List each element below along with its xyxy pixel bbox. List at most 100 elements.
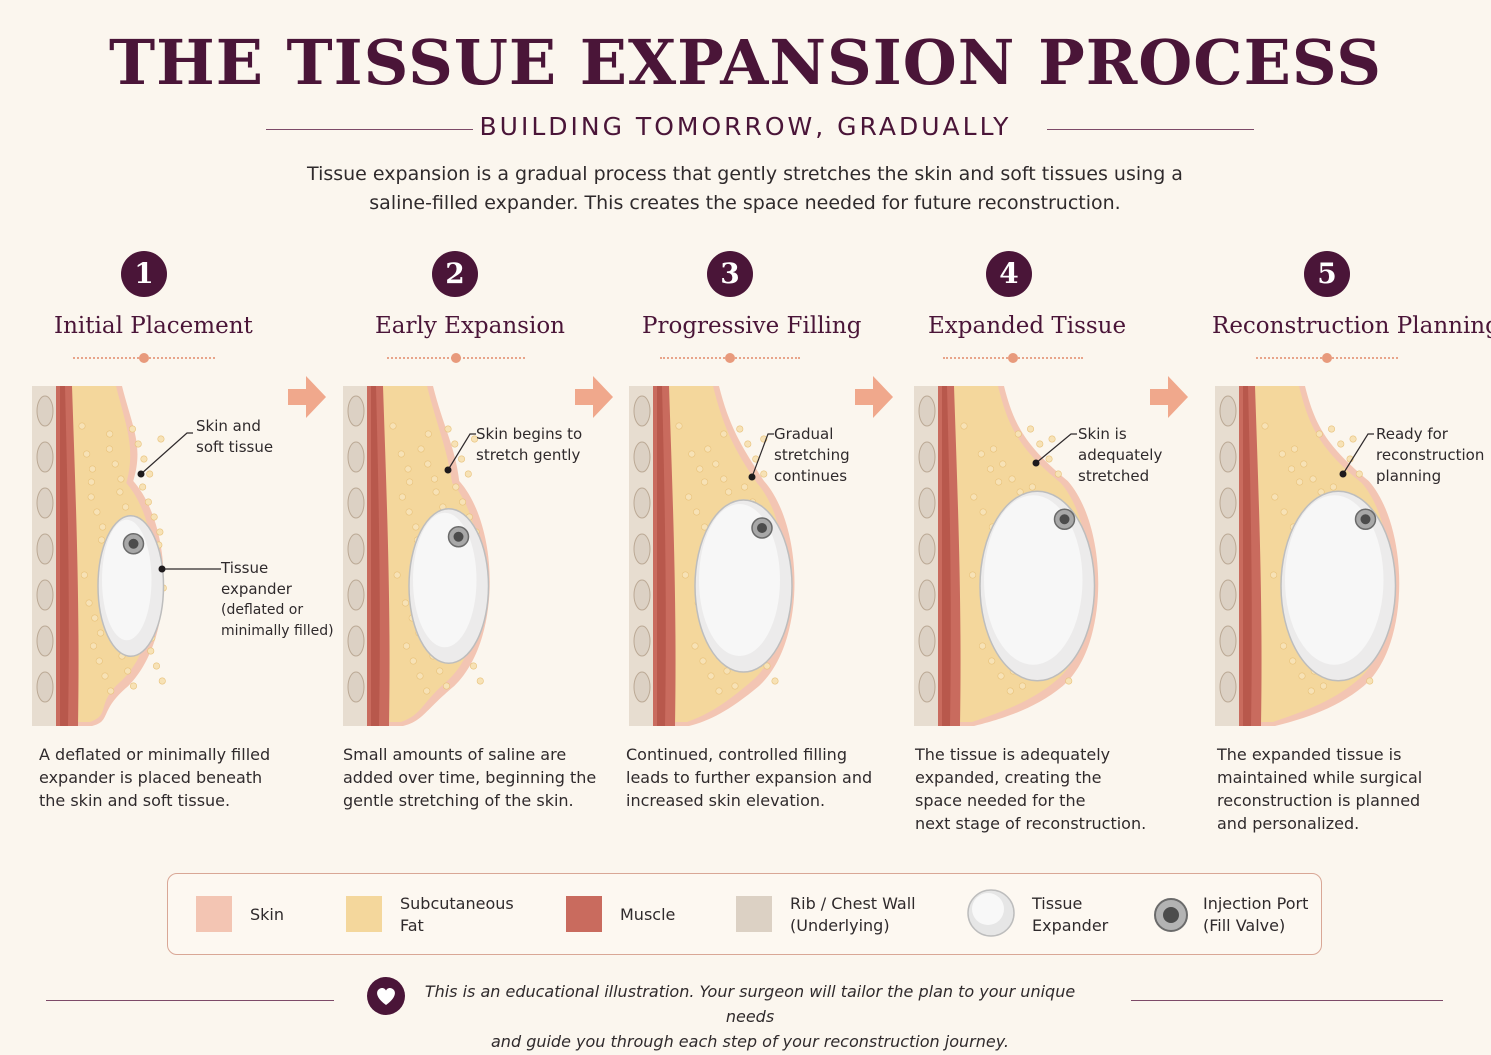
callout-line: stretching <box>774 446 850 464</box>
rib-swatch <box>736 896 772 932</box>
step-arrow-icon <box>288 376 326 418</box>
step-arrow-icon <box>1150 376 1188 418</box>
callout-line: continues <box>774 467 848 485</box>
step-1-title: Initial Placement <box>54 313 253 339</box>
callout-line: stretch gently <box>476 446 581 464</box>
step-3-callout-1: Gradual stretching continues <box>774 424 850 487</box>
legend-label: Rib / Chest Wall (Underlying) <box>790 893 916 937</box>
description-line: reconstruction is planned <box>1217 791 1421 810</box>
step-arrow-icon <box>575 376 613 418</box>
step-5-badge: 5 <box>1304 251 1350 297</box>
footer-line-1: This is an educational illustration. You… <box>424 982 1076 1026</box>
callout-line: Tissue <box>221 559 269 577</box>
description-line: leads to further expansion and <box>626 768 873 787</box>
legend-label-line: (Underlying) <box>790 916 890 935</box>
footer-rule-right <box>1131 1000 1443 1001</box>
callout-line: (deflated or <box>221 602 304 618</box>
legend-label: Injection Port (Fill Valve) <box>1203 893 1308 937</box>
legend-label: Skin <box>250 904 284 926</box>
step-5-divider <box>1256 353 1398 363</box>
callout-line: adequately <box>1078 446 1163 464</box>
step-1-description: A deflated or minimally filled expander i… <box>39 743 270 812</box>
callout-line: reconstruction <box>1376 446 1485 464</box>
legend-label-line: Expander <box>1032 916 1109 935</box>
legend-label-line: Tissue <box>1032 894 1083 913</box>
step-5-callout-1: Ready for reconstruction planning <box>1376 424 1484 487</box>
description-line: The tissue is adequately <box>915 745 1111 764</box>
callout-line: planning <box>1376 467 1442 485</box>
step-2-callout-1: Skin begins to stretch gently <box>476 424 582 466</box>
legend-label-line: Rib / Chest Wall <box>790 894 916 913</box>
callout-line: Skin and <box>196 417 261 435</box>
step-3-illustration <box>629 386 795 726</box>
step-2-badge: 2 <box>432 251 478 297</box>
expander-icon <box>967 889 1015 937</box>
intro-line-1: Tissue expansion is a gradual process th… <box>307 163 1183 185</box>
description-line: next stage of reconstruction. <box>915 814 1147 833</box>
legend-label-line: (Fill Valve) <box>1203 916 1286 935</box>
fat-swatch <box>346 896 382 932</box>
step-4-title: Expanded Tissue <box>928 313 1127 339</box>
legend-label-line: Muscle <box>620 905 676 924</box>
description-line: expanded, creating the <box>915 768 1102 787</box>
step-2-divider <box>387 353 525 363</box>
intro-text: Tissue expansion is a gradual process th… <box>245 160 1245 218</box>
muscle-swatch <box>566 896 602 932</box>
description-line: Continued, controlled filling <box>626 745 847 764</box>
legend-label-line: Skin <box>250 905 285 924</box>
description-line: The expanded tissue is <box>1217 745 1402 764</box>
description-line: added over time, beginning the <box>343 768 597 787</box>
step-5-title: Reconstruction Planning <box>1212 313 1491 339</box>
footer-disclaimer: This is an educational illustration. You… <box>410 979 1090 1054</box>
description-line: the skin and soft tissue. <box>39 791 231 810</box>
subtitle-rule-right <box>1047 129 1254 130</box>
description-line: space needed for the <box>915 791 1086 810</box>
step-5-description: The expanded tissue is maintained while s… <box>1217 743 1422 835</box>
step-2-description: Small amounts of saline are added over ti… <box>343 743 596 812</box>
step-4-description: The tissue is adequately expanded, creati… <box>915 743 1146 835</box>
description-line: increased skin elevation. <box>626 791 826 810</box>
subtitle-rule-left <box>266 129 473 130</box>
step-3-divider <box>660 353 800 363</box>
step-1-badge: 1 <box>121 251 167 297</box>
legend-label: Muscle <box>620 904 675 926</box>
step-2-title: Early Expansion <box>375 313 565 339</box>
footer-line-2: and guide you through each step of your … <box>491 1032 1009 1051</box>
step-3-title: Progressive Filling <box>642 313 862 339</box>
injection-port-icon <box>1154 898 1188 932</box>
heart-icon <box>367 977 405 1015</box>
callout-line: stretched <box>1078 467 1150 485</box>
callout-line: Ready for <box>1376 425 1448 443</box>
description-line: A deflated or minimally filled <box>39 745 271 764</box>
step-4-badge: 4 <box>986 251 1032 297</box>
description-line: expander is placed beneath <box>39 768 263 787</box>
step-2-illustration <box>343 386 490 726</box>
description-line: gentle stretching of the skin. <box>343 791 574 810</box>
page-title: THE TISSUE EXPANSION PROCESS <box>108 26 1383 99</box>
step-3-badge: 3 <box>707 251 753 297</box>
legend-label-line: Subcutaneous <box>400 894 514 913</box>
step-3-description: Continued, controlled filling leads to fu… <box>626 743 872 812</box>
footer-rule-left <box>46 1000 334 1001</box>
callout-line: Skin begins to <box>476 425 583 443</box>
callout-line: minimally filled) <box>221 623 334 639</box>
description-line: and personalized. <box>1217 814 1360 833</box>
skin-swatch <box>196 896 232 932</box>
step-1-callout-2: Tissue expander (deflated or minimally fill… <box>221 558 334 642</box>
subtitle-row: BUILDING TOMORROW, GRADUALLY <box>0 112 1491 148</box>
legend-label-line: Injection Port <box>1203 894 1309 913</box>
intro-line-2: saline-filled expander. This creates the… <box>369 192 1121 214</box>
description-line: Small amounts of saline are <box>343 745 567 764</box>
callout-line: Gradual <box>774 425 834 443</box>
description-line: maintained while surgical <box>1217 768 1423 787</box>
step-arrow-icon <box>855 376 893 418</box>
step-4-illustration <box>914 386 1099 726</box>
step-4-divider <box>943 353 1083 363</box>
step-1-divider <box>73 353 215 363</box>
callout-line: expander <box>221 580 292 598</box>
